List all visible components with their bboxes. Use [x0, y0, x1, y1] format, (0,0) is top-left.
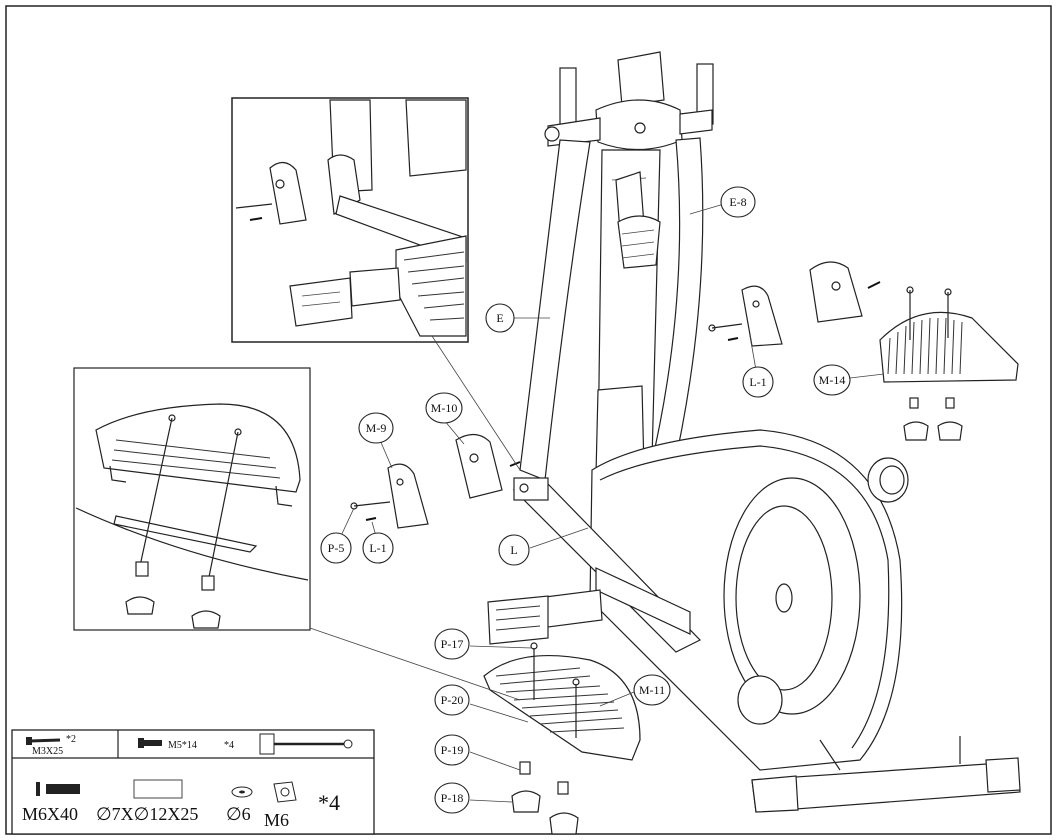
- washer-icon: [231, 786, 253, 798]
- label-p17-bubble: [434, 628, 470, 660]
- left-pivot-brackets: [350, 433, 521, 529]
- label-l-bubble: [498, 534, 530, 566]
- label-m10: M-10: [431, 401, 458, 415]
- label-m11: M-11: [639, 683, 665, 697]
- label-p19: P-19: [441, 743, 464, 757]
- right-pedal-assembly: [708, 261, 1019, 441]
- label-e8-bubble: [720, 186, 756, 218]
- inset-leader-top: [431, 335, 521, 471]
- sleeve-icon: [133, 779, 183, 799]
- label-m14: M-14: [819, 373, 846, 387]
- label-p20: P-20: [441, 693, 464, 707]
- label-l1-left-bubble: [362, 532, 394, 564]
- inset-leader-left: [309, 627, 521, 701]
- label-l1-right: L-1: [749, 375, 766, 389]
- label-m9-bubble: [358, 412, 394, 444]
- page-frame: [5, 5, 1052, 835]
- label-p17: P-17: [441, 637, 464, 651]
- label-p5-bubble: [320, 532, 352, 564]
- label-l1-right-bubble: [742, 366, 774, 398]
- label-m10-bubble: [425, 392, 463, 424]
- left-pedal-assembly: [483, 642, 641, 835]
- label-p20-bubble: [434, 684, 470, 716]
- label-m14-bubble: [813, 364, 851, 396]
- label-p19-bubble: [434, 734, 470, 766]
- label-l: L: [510, 543, 517, 557]
- label-e: E: [496, 311, 503, 325]
- wrench-icon: [259, 733, 353, 755]
- sleeve-label: ∅7X∅12X25: [96, 804, 198, 824]
- bolt-m5x14-qty: *4: [224, 740, 234, 751]
- inset-pedal-detail: [73, 367, 311, 631]
- washer-label: ∅6: [226, 804, 251, 824]
- hardware-qty: *4: [318, 790, 340, 815]
- label-m11-bubble: [633, 674, 671, 706]
- callout-labels: E-8 E L-1 M-14 M-10 M-9 P-5 L-1 L: [320, 186, 885, 814]
- bolt-m3x25-label: M3X25: [32, 746, 63, 757]
- nut-icon: [273, 781, 297, 803]
- bolt-m6x40-label: M6X40: [22, 804, 78, 824]
- bolt-m5x14-label: M5*14: [168, 740, 197, 751]
- bolt-m3x25-qty: *2: [66, 734, 76, 745]
- label-e-bubble: [485, 303, 515, 333]
- label-e8: E-8: [729, 195, 746, 209]
- label-p18-bubble: [434, 782, 470, 814]
- label-p18: P-18: [441, 791, 464, 805]
- label-p5: P-5: [328, 541, 345, 555]
- label-m9: M-9: [366, 421, 387, 435]
- inset-arm-detail: [231, 97, 469, 343]
- hardware-table: M3X25 *2 M5*14 *4 M6X40 ∅7X∅12X25: [11, 729, 375, 835]
- elliptical-machine: [487, 51, 1021, 813]
- bolt-icon: [138, 738, 162, 748]
- nut-label: M6: [264, 810, 289, 830]
- bolt-icon: [26, 737, 61, 745]
- label-l1-left: L-1: [369, 541, 386, 555]
- bolt-icon: [36, 782, 80, 796]
